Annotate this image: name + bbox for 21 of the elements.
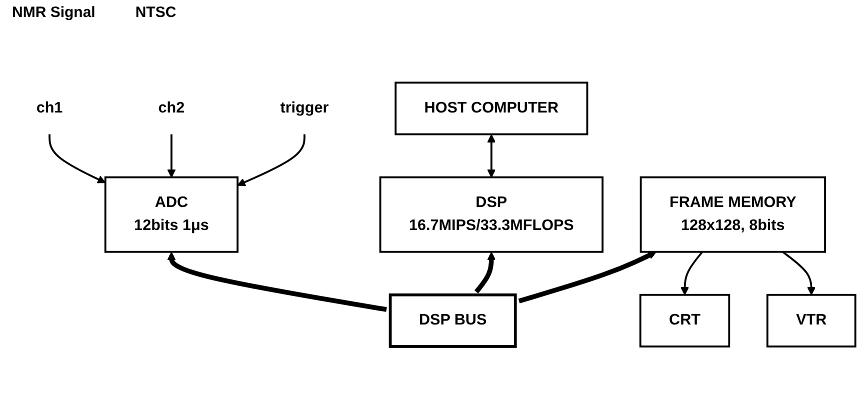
arrow bbox=[782, 252, 816, 296]
arrow bbox=[518, 252, 656, 304]
arrow bbox=[167, 134, 176, 178]
node-box: DSP BUS bbox=[388, 294, 517, 348]
node-box: HOST COMPUTER bbox=[394, 82, 588, 136]
arrow bbox=[474, 252, 496, 294]
node-box: VTR bbox=[766, 294, 856, 348]
arrow bbox=[487, 134, 496, 178]
arrow bbox=[167, 252, 387, 312]
node-text: ch1 bbox=[36, 100, 63, 117]
arrow bbox=[237, 134, 306, 187]
node-text: trigger bbox=[280, 100, 329, 117]
arrow bbox=[680, 252, 704, 296]
signal-label: NMR Signal bbox=[12, 4, 96, 23]
signal-label: NTSC bbox=[135, 4, 176, 23]
node-box: FRAME MEMORY 128x128, 8bits bbox=[640, 176, 826, 254]
node-text: ch2 bbox=[158, 100, 185, 117]
node-box: DSP 16.7MIPS/33.3MFLOPS bbox=[379, 176, 604, 254]
node-box: ADC 12bits 1μs bbox=[104, 176, 239, 254]
node-box: CRT bbox=[639, 294, 730, 348]
arrow bbox=[48, 134, 106, 184]
